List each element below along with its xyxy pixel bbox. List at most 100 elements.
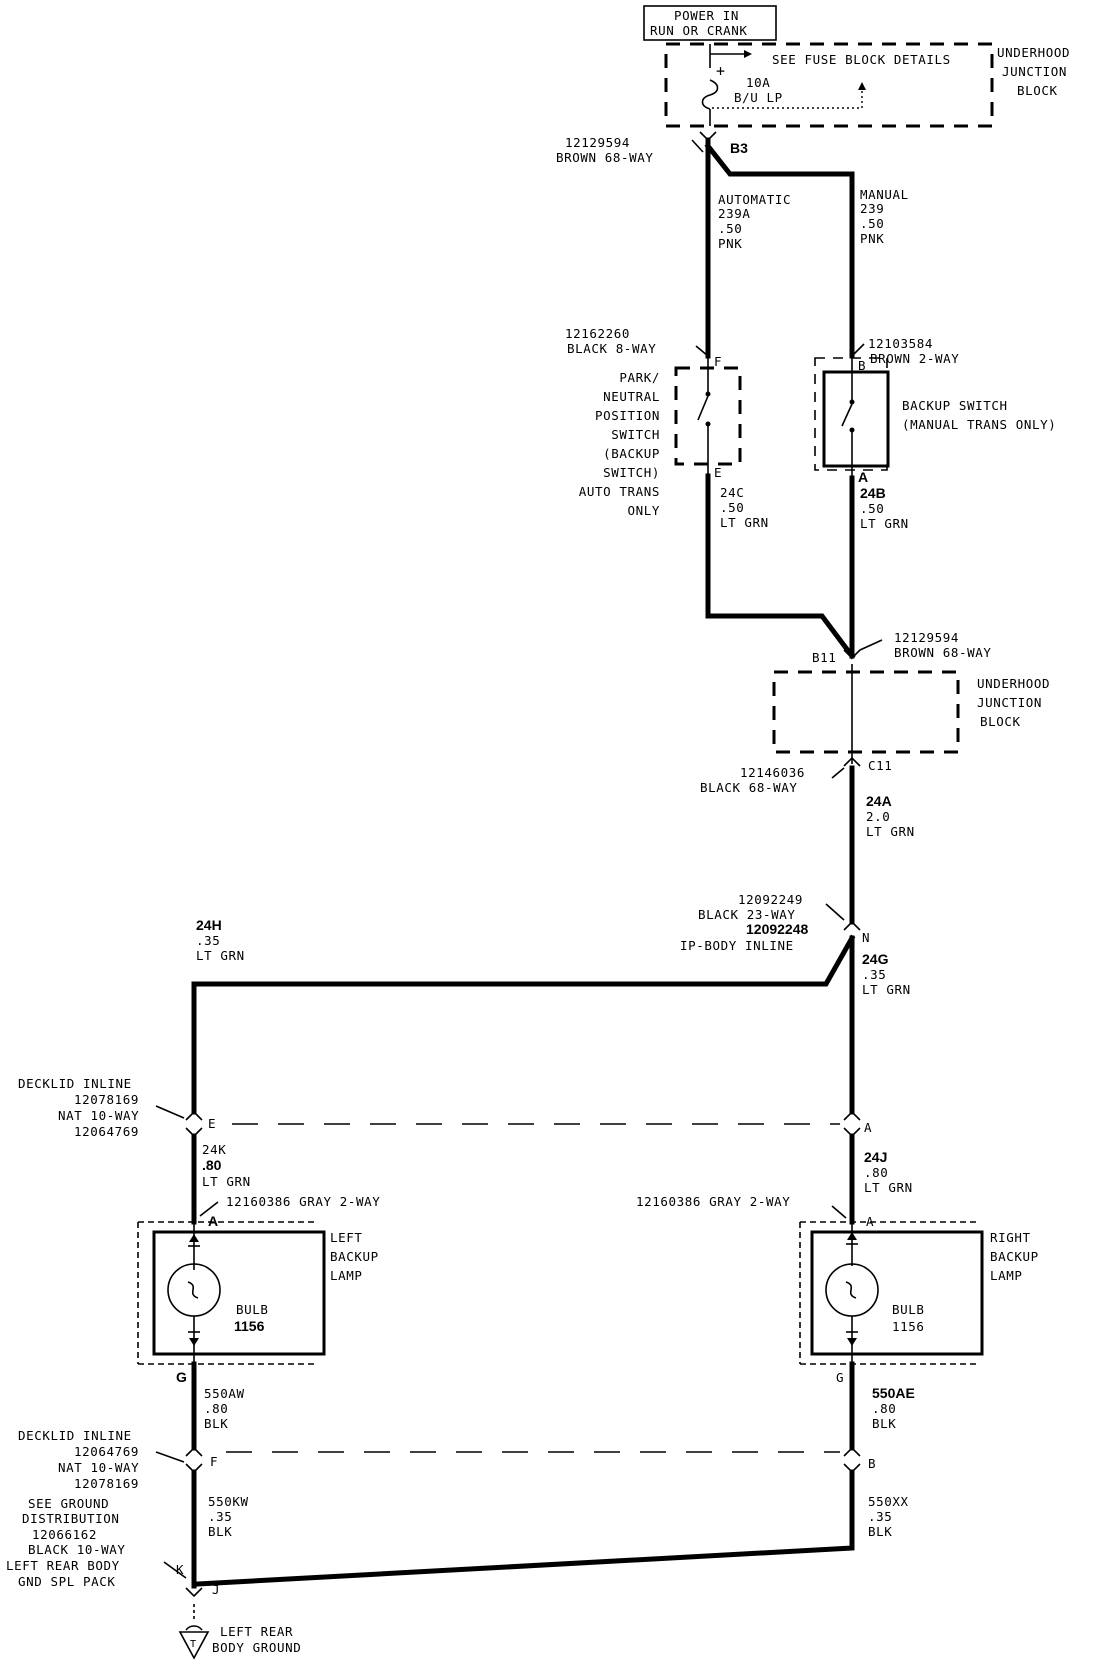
wire-239-circuit: 239 xyxy=(860,201,884,216)
fuse-b-u-lp: + xyxy=(701,44,866,126)
wire-239-gauge: .50 xyxy=(860,216,884,231)
pn-switch-desc: BLACK 8-WAY xyxy=(567,341,656,356)
park-neutral-switch xyxy=(674,345,742,476)
decklid-inline-1-name: DECKLID INLINE xyxy=(18,1076,132,1091)
connector-c11-symbol xyxy=(831,756,861,779)
pn-switch-label-7: AUTO TRANS xyxy=(579,484,660,499)
wire-550kw-color: BLK xyxy=(208,1524,232,1539)
decklid-inline-1-part-no-1: 12078169 xyxy=(74,1092,139,1107)
wire-24c-circuit: 24C xyxy=(720,485,744,500)
wire-24g-gauge: .35 xyxy=(862,967,886,982)
underhood-label-2: UNDERHOOD xyxy=(977,676,1050,691)
backup-switch-pin-bottom: A xyxy=(858,469,868,485)
wire-24c-gauge: .50 xyxy=(720,500,744,515)
left-lamp-label-2: BACKUP xyxy=(330,1249,379,1264)
underhood-label-1: UNDERHOOD xyxy=(997,45,1070,60)
fuse-name: B/U LP xyxy=(734,90,783,105)
left-lamp-connector: 12160386 GRAY 2-WAY xyxy=(226,1194,380,1209)
decklid-inline-2-part-no-2: 12078169 xyxy=(74,1476,139,1491)
right-lamp-label-1: RIGHT xyxy=(990,1230,1031,1245)
ip-body-name: IP-BODY INLINE xyxy=(680,938,794,953)
run-or-crank-text: RUN OR CRANK xyxy=(650,23,748,38)
ground-label-2: BODY GROUND xyxy=(212,1640,301,1655)
wire-24g-color: LT GRN xyxy=(862,982,911,997)
pn-switch-part-no: 12162260 xyxy=(565,326,630,341)
ip-body-part-no-2: 12092248 xyxy=(746,921,809,937)
left-lamp-label-3: LAMP xyxy=(330,1268,363,1283)
wire-24a-circuit: 24A xyxy=(866,793,892,809)
ground-pack-see: SEE GROUND xyxy=(28,1496,109,1511)
wire-550kw-circuit: 550KW xyxy=(208,1494,249,1509)
left-backup-lamp xyxy=(137,1201,326,1365)
junction-label-1: JUNCTION xyxy=(1002,64,1067,79)
backup-switch-part-no: 12103584 xyxy=(868,336,933,351)
decklid-inline-2-pin-b: B xyxy=(868,1456,876,1471)
wire-239a-label: AUTOMATIC xyxy=(718,192,791,207)
underhood-junction-block-mid xyxy=(772,670,960,754)
wire-24a-color: LT GRN xyxy=(866,824,915,839)
decklid-inline-2-part-no-1: 12064769 xyxy=(74,1444,139,1459)
connector-b3-part-no: 12129594 xyxy=(565,135,630,150)
block-label-1: BLOCK xyxy=(1017,83,1058,98)
connector-c11-pin: C11 xyxy=(868,758,892,773)
wire-24k-gauge: .80 xyxy=(202,1157,222,1173)
decklid-inline-2-pin-f: F xyxy=(210,1454,218,1469)
block-label-2: BLOCK xyxy=(980,714,1021,729)
wire-24b-circuit: 24B xyxy=(860,485,886,501)
right-bulb-label: BULB xyxy=(892,1302,925,1317)
wire-24j-gauge: .80 xyxy=(864,1165,888,1180)
wire-239-label: MANUAL xyxy=(860,187,909,202)
connector-b11-symbol xyxy=(843,639,883,660)
ground-pack-part-no: 12066162 xyxy=(32,1527,97,1542)
wire-239-color: PNK xyxy=(860,231,884,246)
fuse-rating: 10A xyxy=(746,75,770,90)
wire-24c-color: LT GRN xyxy=(720,515,769,530)
backup-switch xyxy=(814,343,890,478)
ground-pack-distribution: DISTRIBUTION xyxy=(22,1511,120,1526)
connector-b11-part-no: 12129594 xyxy=(894,630,959,645)
wire-239a-color: PNK xyxy=(718,236,742,251)
wire-24b-color: LT GRN xyxy=(860,516,909,531)
wire-239a-gauge: .50 xyxy=(718,221,742,236)
left-lamp-pin-a: A xyxy=(208,1213,218,1229)
ground-pack-desc: BLACK 10-WAY xyxy=(28,1542,126,1557)
ip-body-part-no-1: 12092249 xyxy=(738,892,803,907)
left-lamp-pin-g: G xyxy=(176,1369,187,1385)
wire-24h-gauge: .35 xyxy=(196,933,220,948)
pn-switch-label-1: PARK/ xyxy=(619,370,660,385)
right-bulb-no: 1156 xyxy=(892,1319,925,1334)
ground-pack-pin-k: K xyxy=(176,1562,184,1577)
right-backup-lamp xyxy=(799,1205,984,1365)
ip-body-inline-connector xyxy=(825,903,861,931)
wire-550ae-color: BLK xyxy=(872,1416,896,1431)
wire-24h xyxy=(191,934,856,1115)
wire-24a-gauge: 2.0 xyxy=(866,809,890,824)
wire-24j-circuit: 24J xyxy=(864,1149,887,1165)
right-lamp-label-3: LAMP xyxy=(990,1268,1023,1283)
decklid-inline-1-pin-a: A xyxy=(864,1120,872,1135)
wire-550xx-color: BLK xyxy=(868,1524,892,1539)
wire-550xx-gauge: .35 xyxy=(868,1509,892,1524)
left-bulb-label: BULB xyxy=(236,1302,269,1317)
wire-24h-circuit: 24H xyxy=(196,917,222,933)
pn-switch-label-5: (BACKUP xyxy=(603,446,660,461)
wire-24g-circuit: 24G xyxy=(862,951,889,967)
power-in-label-box: POWER IN RUN OR CRANK xyxy=(643,5,777,41)
ground-label-1: LEFT REAR xyxy=(220,1624,293,1639)
backup-switch-label: BACKUP SWITCH xyxy=(902,398,1008,413)
backup-switch-desc: BROWN 2-WAY xyxy=(870,351,959,366)
pn-switch-label-3: POSITION xyxy=(595,408,660,423)
backup-switch-note: (MANUAL TRANS ONLY) xyxy=(902,417,1056,432)
right-lamp-pin-a: A xyxy=(866,1214,874,1229)
junction-label-2: JUNCTION xyxy=(977,695,1042,710)
plus-sign: + xyxy=(716,62,726,80)
wire-24h-color: LT GRN xyxy=(196,948,245,963)
wire-550aw-gauge: .80 xyxy=(204,1401,228,1416)
wire-550xx-circuit: 550XX xyxy=(868,1494,909,1509)
ip-body-desc: BLACK 23-WAY xyxy=(698,907,796,922)
connector-b3-desc: BROWN 68-WAY xyxy=(556,150,654,165)
right-lamp-connector: 12160386 GRAY 2-WAY xyxy=(636,1194,790,1209)
connector-c11-part-no: 12146036 xyxy=(740,765,805,780)
backup-switch-pin-top: B xyxy=(858,358,866,373)
